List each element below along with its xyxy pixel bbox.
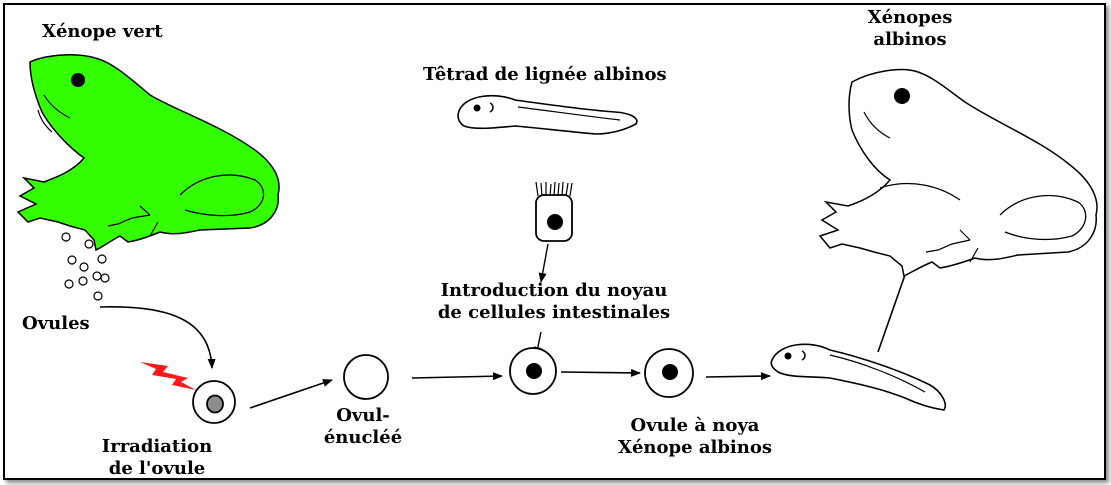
intestinal-cell-icon	[535, 181, 573, 242]
label-introduction: Introduction du noyau de cellules intest…	[404, 280, 704, 324]
label-enucleated-line1: Ovul-	[336, 405, 390, 426]
green-frog-icon	[16, 54, 280, 252]
label-albino-frogs-line1: Xénopes	[867, 7, 953, 28]
arrow-enucleated-to-injected	[411, 372, 503, 381]
label-albino-frogs-line2: albinos	[873, 29, 947, 50]
nucleated-ovule	[644, 348, 694, 398]
label-enucleated-line2: énucléé	[323, 427, 403, 448]
injected-ovule	[509, 347, 557, 395]
ovules-cluster	[61, 232, 110, 301]
lightning-icon	[140, 362, 196, 390]
label-ovules: Ovules	[22, 313, 90, 334]
arrow-cell-down	[538, 243, 549, 283]
label-green-frog: Xénope vert	[42, 21, 163, 42]
label-irradiation: Irradiation de l'ovule	[72, 436, 242, 480]
label-irradiation-line1: Irradiation	[101, 436, 213, 457]
tadpole-icon	[770, 343, 946, 411]
irradiated-ovule	[192, 380, 236, 424]
enucleated-ovule	[343, 354, 389, 400]
label-albino-frogs: Xénopes albinos	[850, 7, 970, 51]
label-introduction-line2: de cellules intestinales	[437, 302, 671, 323]
arrow-nucleated-to-tadpole	[705, 372, 771, 381]
arrow-injected-to-nucleated	[560, 368, 641, 377]
label-irradiation-line2: de l'ovule	[108, 458, 206, 479]
albino-frog-icon	[818, 68, 1098, 278]
label-introduction-line1: Introduction du noyau	[440, 280, 668, 301]
arrow-ovules-to-irradiation	[99, 306, 216, 369]
label-nucleated-line2: Xénope albinos	[618, 437, 772, 458]
tadpole-lineage-icon	[457, 94, 638, 135]
arrow-irradiation-to-enucleated	[249, 379, 333, 409]
label-nucleated-line1: Ovule à noya	[630, 415, 760, 436]
label-nucleated: Ovule à noya Xénope albinos	[590, 415, 800, 459]
label-tadpole-lineage: Têtrad de lignée albinos	[423, 64, 667, 85]
label-enucleated: Ovul- énucléé	[308, 405, 418, 449]
